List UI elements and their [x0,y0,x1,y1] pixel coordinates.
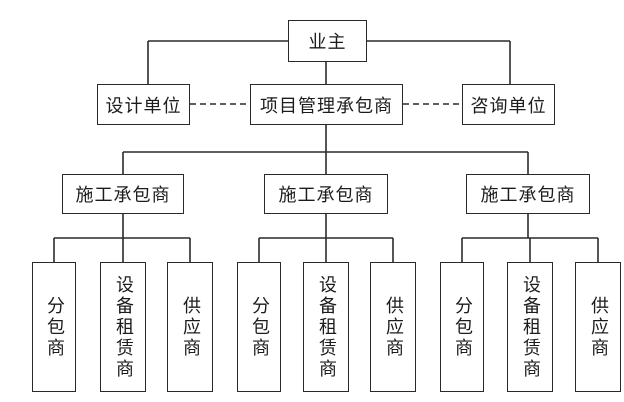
supplier-label: 供应商 [180,295,201,359]
subcontractor-label: 分包商 [44,295,65,359]
subcontractor-node-1: 分包商 [32,262,76,392]
subcontractor-node-3: 分包商 [440,262,484,392]
equipment-lessor-label: 设备租赁商 [113,274,134,380]
construction-contractor-node-2: 施工承包商 [264,174,388,214]
consultant-node: 咨询单位 [462,84,555,125]
pm-contractor-node: 项目管理承包商 [250,84,403,125]
owner-node: 业主 [288,20,367,62]
supplier-node-1: 供应商 [167,262,213,392]
equipment-lessor-node-2: 设备租赁商 [303,262,349,392]
equipment-lessor-node-1: 设备租赁商 [100,262,146,392]
design-unit-node: 设计单位 [97,84,190,125]
equipment-lessor-node-3: 设备租赁商 [507,262,553,392]
construction-contractor-node-1: 施工承包商 [62,174,184,214]
subcontractor-label: 分包商 [452,295,473,359]
supplier-label: 供应商 [588,295,609,359]
equipment-lessor-label: 设备租赁商 [520,274,541,380]
supplier-node-3: 供应商 [575,262,621,392]
construction-contractor-node-3: 施工承包商 [466,174,590,214]
supplier-node-2: 供应商 [370,262,416,392]
supplier-label: 供应商 [383,295,404,359]
subcontractor-node-2: 分包商 [237,262,281,392]
equipment-lessor-label: 设备租赁商 [316,274,337,380]
subcontractor-label: 分包商 [249,295,270,359]
